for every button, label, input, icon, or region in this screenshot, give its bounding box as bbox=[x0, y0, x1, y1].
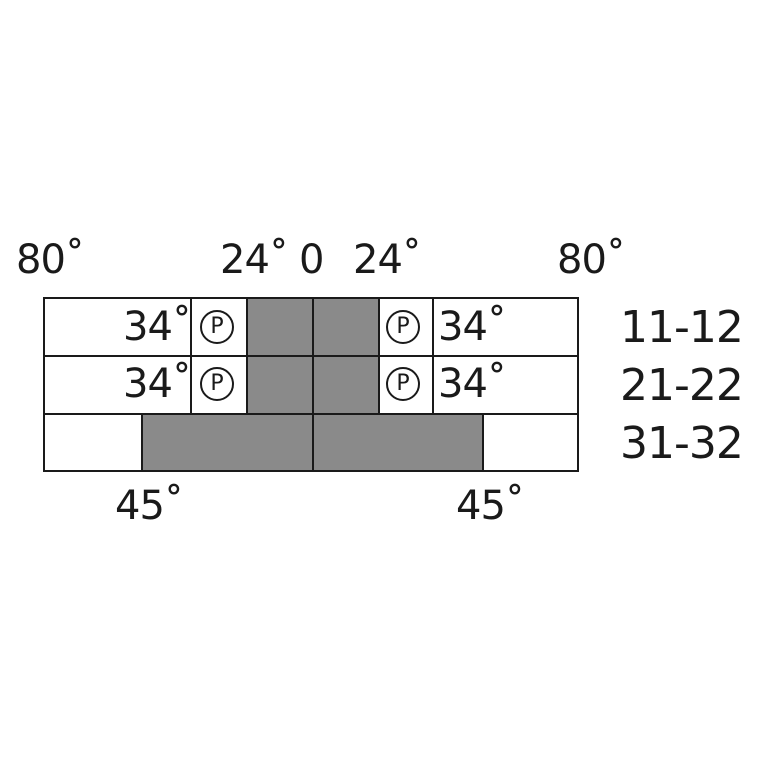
top-label-left-24: 24˚ bbox=[220, 237, 289, 283]
row-1-2-divider-left-outer bbox=[190, 299, 192, 413]
row-divider-1 bbox=[45, 355, 577, 357]
row-1-left-p-marker: P bbox=[200, 310, 234, 344]
bottom-label-left-45: 45˚ bbox=[115, 483, 184, 529]
top-label-center-0: 0 bbox=[299, 237, 324, 283]
top-label-right-24: 24˚ bbox=[353, 237, 422, 283]
switching-diagram-grid: 34˚ P P 34˚ 34˚ P P 34˚ bbox=[43, 297, 579, 472]
row-2-left-p-marker: P bbox=[200, 367, 234, 401]
row-divider-2 bbox=[45, 413, 577, 415]
top-label-right-80: 80˚ bbox=[557, 237, 626, 283]
row-1-2-divider-right-outer bbox=[432, 299, 434, 413]
row-3-divider-left bbox=[141, 413, 143, 470]
row-1-right-angle: 34˚ bbox=[438, 304, 507, 350]
row-2-right-p-marker: P bbox=[386, 367, 420, 401]
row-label-31-32: 31-32 bbox=[620, 418, 744, 469]
center-divider bbox=[312, 299, 314, 470]
row-1-2-divider-right-inner bbox=[378, 299, 380, 413]
row-1-left-angle: 34˚ bbox=[123, 304, 192, 350]
row-label-11-12: 11-12 bbox=[620, 302, 744, 353]
row-1-right-p-marker: P bbox=[386, 310, 420, 344]
top-label-left-80: 80˚ bbox=[16, 237, 85, 283]
bottom-label-right-45: 45˚ bbox=[456, 483, 525, 529]
row-label-21-22: 21-22 bbox=[620, 360, 744, 411]
row-3-divider-right bbox=[482, 413, 484, 470]
row-1-2-divider-left-inner bbox=[246, 299, 248, 413]
row-2-right-angle: 34˚ bbox=[438, 361, 507, 407]
row-2-left-angle: 34˚ bbox=[123, 361, 192, 407]
